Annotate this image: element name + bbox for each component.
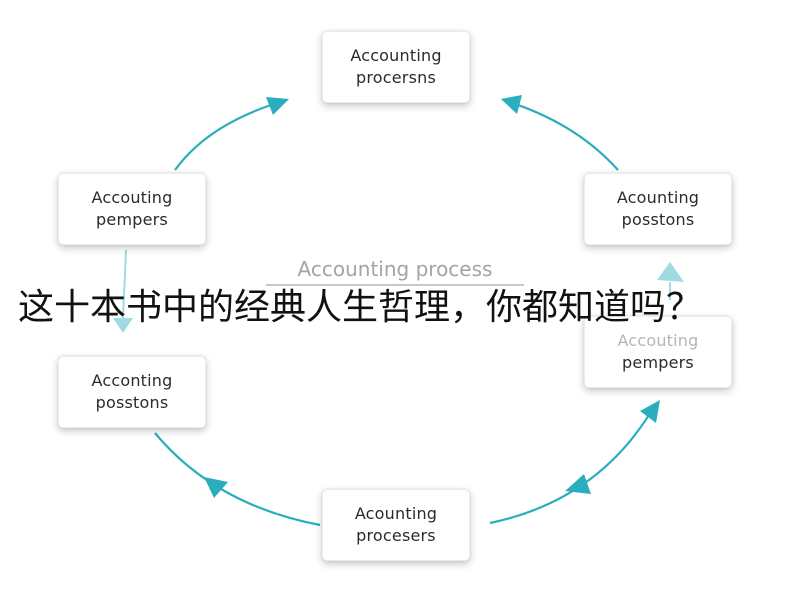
arrowhead-left2-to-bottom	[204, 477, 228, 498]
arrowhead-bottom-to-right2	[640, 400, 660, 423]
node-right-upper-line1: Acounting	[616, 188, 700, 207]
arrowhead-right2-to-right1	[657, 262, 684, 282]
arrowhead-right1-to-top	[501, 95, 522, 114]
node-right-upper-line2: posstons	[621, 210, 695, 229]
node-bottom-line2: procesers	[356, 526, 436, 545]
arrow-right1-to-top	[502, 98, 619, 171]
arrowhead-bottom-to-right2-mid	[565, 474, 591, 494]
center-title: Accounting process	[297, 257, 493, 281]
arrow-left1-to-top	[174, 98, 288, 171]
arrow-left2-to-bottom	[154, 432, 321, 527]
center-title-underline	[266, 284, 524, 286]
node-left-lower[interactable]: Acconting posstons	[58, 356, 206, 428]
node-left-lower-line2: posstons	[95, 393, 169, 412]
node-right-lower-line1: Accouting	[617, 331, 699, 350]
node-top-line2: procersns	[355, 68, 436, 87]
arrowhead-left1-to-left2	[113, 318, 133, 333]
node-top[interactable]: Accounting procersns	[322, 31, 470, 103]
arrow-bottom-to-right2	[489, 404, 656, 525]
node-right-lower[interactable]: Accouting pempers	[584, 316, 732, 388]
arrow-left1-to-left2	[122, 249, 127, 319]
overlay-caption: 这十本书中的经典人生哲理，你都知道吗？	[18, 287, 703, 328]
node-left-upper-line2: pempers	[96, 210, 168, 229]
node-right-upper[interactable]: Acounting posstons	[584, 173, 732, 245]
node-left-upper-line1: Accouting	[91, 188, 173, 207]
node-bottom-line1: Acounting	[354, 504, 438, 523]
node-right-lower-line2: pempers	[622, 353, 694, 372]
node-top-line1: Accounting	[350, 46, 442, 65]
node-left-upper[interactable]: Accouting pempers	[58, 173, 206, 245]
node-left-lower-line1: Acconting	[91, 371, 173, 390]
arrowhead-left1-to-top	[266, 97, 289, 115]
node-bottom[interactable]: Acounting procesers	[322, 489, 470, 561]
